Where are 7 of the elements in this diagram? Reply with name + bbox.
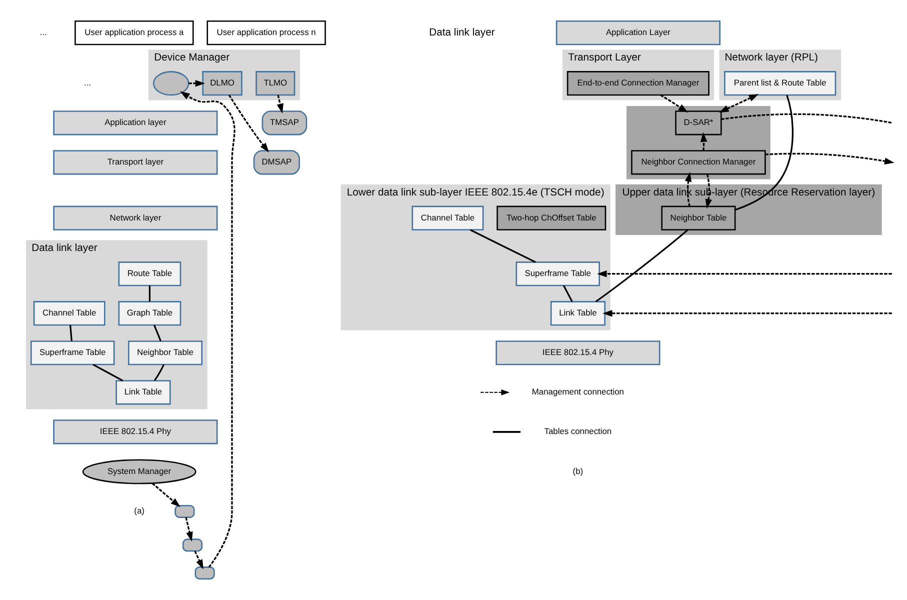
- legend-label: Tables connection: [544, 426, 612, 436]
- legend-label: Management connection: [531, 386, 624, 397]
- label: ...: [84, 78, 91, 88]
- label: Data link layer: [428, 27, 494, 38]
- label: (a): [134, 506, 144, 516]
- label: ...: [39, 27, 46, 38]
- label: (b): [572, 466, 583, 476]
